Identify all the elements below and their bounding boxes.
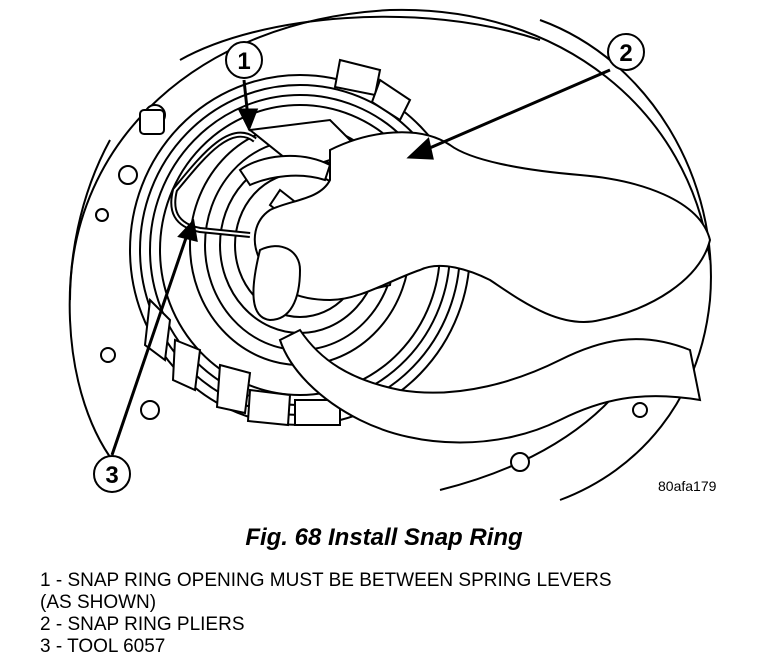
legend-item: (AS SHOWN) <box>40 592 157 613</box>
housing-hole <box>140 400 160 420</box>
callout-2-leader <box>424 68 611 152</box>
legend-item: 2 - SNAP RING PLIERS <box>40 614 245 635</box>
housing-hole <box>100 347 116 363</box>
housing-left-arc <box>68 139 121 471</box>
housing-top-arc <box>179 15 541 61</box>
callout-circle-1 <box>225 41 263 79</box>
callout-circle-3 <box>93 455 131 493</box>
callout-label-3: 3 <box>105 462 118 489</box>
housing-hole <box>95 208 109 222</box>
callout-circle-2 <box>607 33 645 71</box>
callout-3-leader <box>110 231 190 456</box>
pliers-jaw <box>238 154 332 187</box>
housing-hole <box>632 402 648 418</box>
legend-item: 3 - TOOL 6057 <box>40 636 166 657</box>
housing-slot <box>139 109 165 135</box>
forearm <box>278 328 702 444</box>
housing-hole <box>118 165 138 185</box>
callout-label-2: 2 <box>619 40 632 67</box>
figure-caption: Fig. 68 Install Snap Ring <box>245 524 523 551</box>
legend: 1 - SNAP RING OPENING MUST BE BETWEEN SP… <box>40 570 612 658</box>
callout-label-1: 1 <box>237 48 250 75</box>
housing-outer-arc <box>69 8 711 301</box>
housing-hole <box>510 452 530 472</box>
housing-right-arc <box>539 19 712 501</box>
figure-code: 80afa179 <box>658 478 717 494</box>
install-snap-ring-illustration: 1 2 3 <box>68 8 712 501</box>
legend-item: 1 - SNAP RING OPENING MUST BE BETWEEN SP… <box>40 570 612 591</box>
